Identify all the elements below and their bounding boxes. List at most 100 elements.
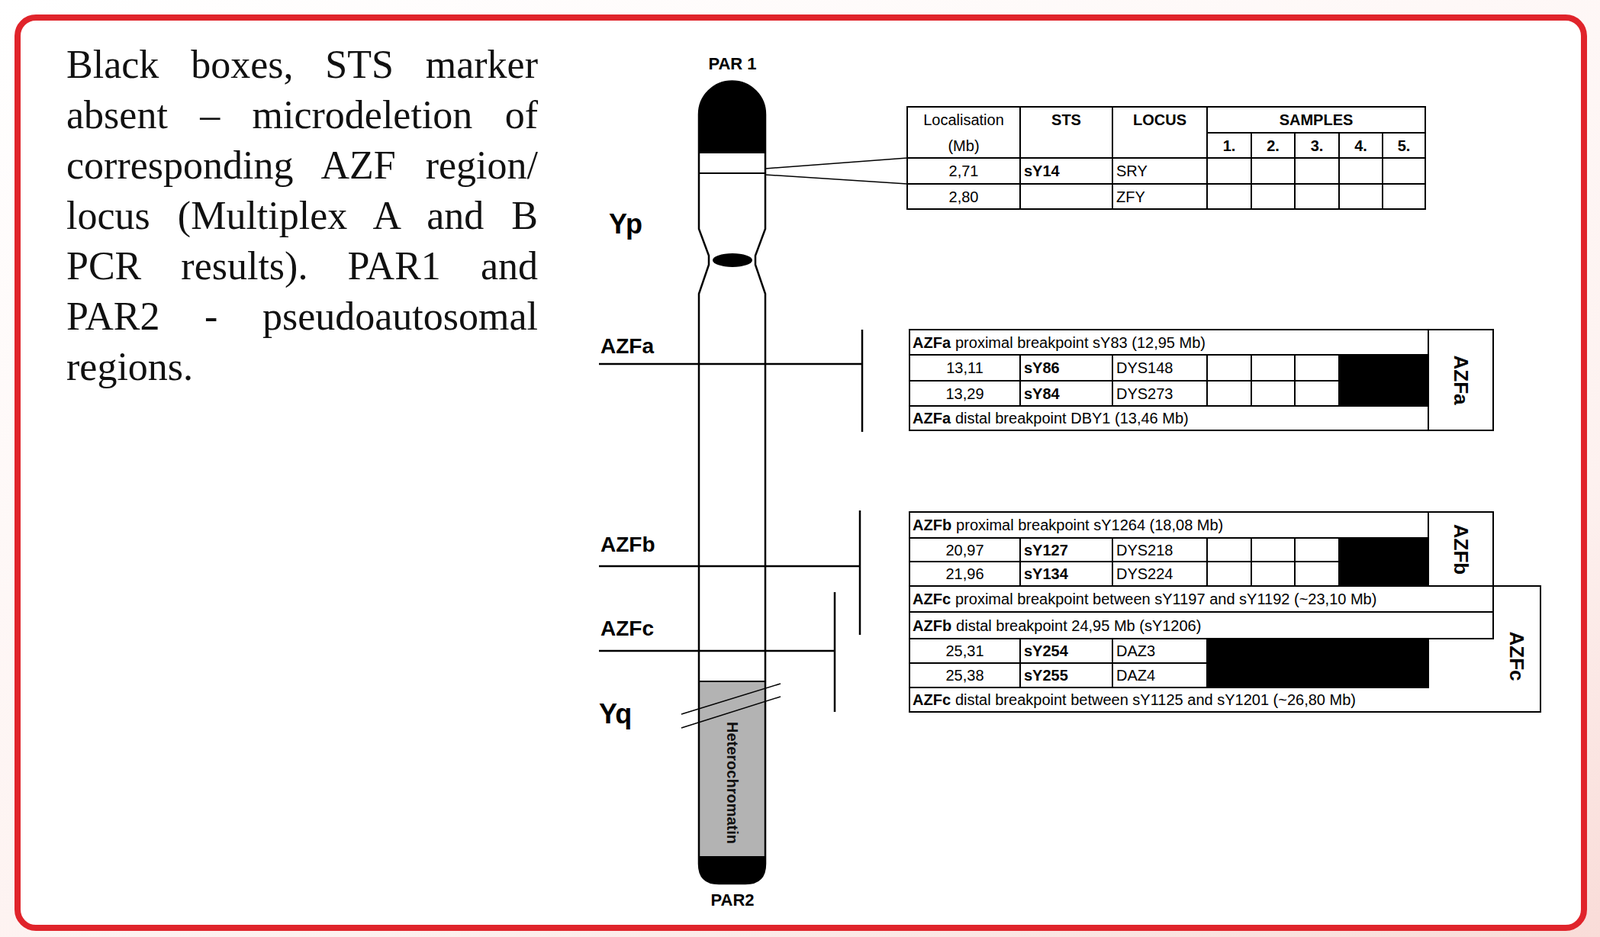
breakpoint-row: AZFbproximal breakpoint sY1264 (18,08 Mb… (912, 511, 1224, 538)
table-cell: 1. (1207, 132, 1252, 158)
grid-line (1207, 131, 1426, 134)
table-cell: sY134 (1020, 561, 1113, 586)
heterochromatin-fill (698, 681, 766, 857)
region-tag: AZFb (1451, 523, 1472, 574)
table-cell: SRY (1112, 157, 1208, 184)
table-cell: 2. (1251, 132, 1295, 158)
region-label: AZFc (600, 616, 654, 641)
grid-line (909, 560, 1429, 563)
grid-line (1206, 638, 1208, 688)
table-cell: sY84 (1020, 380, 1113, 406)
table-cell: (Mb) (907, 132, 1021, 158)
table-cell: ZFY (1112, 183, 1208, 210)
table-cell: 25,31 (909, 638, 1021, 664)
azf-line (598, 565, 860, 568)
band-label: Heterochromatin (724, 721, 741, 844)
grid-line (1111, 638, 1114, 688)
table-cell: DAZ4 (1112, 663, 1208, 688)
grid-line (1294, 537, 1296, 586)
grid-line (1250, 354, 1253, 406)
table-cell: LOCUS (1112, 106, 1208, 133)
chromosome (681, 81, 781, 885)
grid-line (1338, 132, 1340, 210)
region-name: AZFc (912, 591, 951, 607)
grid-line (1250, 132, 1253, 210)
region-name: AZFc (912, 692, 951, 708)
grid-line (1294, 354, 1296, 406)
grid-line (909, 405, 1429, 407)
leader-line (765, 157, 908, 169)
azf-bracket (859, 510, 862, 635)
grid-line (907, 157, 1426, 159)
caption-text: Black boxes, STS marker absent – microde… (66, 39, 538, 393)
breakpoint-row: AZFcdistal breakpoint between sY1125 and… (912, 687, 1356, 712)
leader-line (765, 174, 908, 184)
grid-line (1111, 537, 1114, 586)
table-azfbc (909, 511, 1541, 712)
table-border (907, 106, 1426, 210)
table-cell: sY14 (1020, 157, 1113, 184)
region-name: AZFb (912, 618, 952, 634)
region-label: AZFa (600, 334, 654, 359)
table-cell: 2,80 (907, 183, 1021, 210)
heterochromatin-band: Heterochromatin (698, 681, 766, 857)
table-cell: 3. (1294, 132, 1340, 158)
arm-label: Yq (598, 698, 632, 730)
grid-line (909, 662, 1429, 664)
region-tag: AZFa (1451, 355, 1472, 406)
table-cell: DAZ3 (1112, 638, 1208, 664)
grid-line (1338, 537, 1340, 586)
grid-line (1019, 537, 1021, 586)
grid-line (1250, 537, 1253, 586)
breakpoint-row: AZFadistal breakpoint DBY1 (13,46 Mb) (912, 405, 1189, 431)
region-column: AZFc (1493, 602, 1541, 710)
table-border (909, 329, 1494, 431)
table-cell: 4. (1339, 132, 1383, 158)
grid-line (1111, 354, 1114, 406)
azf-line (598, 363, 863, 366)
azf-bracket (861, 329, 864, 432)
table-cell: DYS273 (1112, 380, 1208, 406)
grid-line (1294, 132, 1296, 210)
table-cell: STS (1020, 106, 1113, 133)
region-column: AZFb (1428, 511, 1494, 586)
region-name: AZFa (912, 334, 951, 351)
azf-markers (598, 329, 863, 712)
table-cell: 5. (1382, 132, 1426, 158)
breakpoint-text: distal breakpoint 24,95 Mb (sY1206) (956, 618, 1201, 634)
chromosome-outline (698, 81, 766, 885)
table-sry (907, 106, 1426, 210)
table-cell: DYS224 (1112, 561, 1208, 586)
table-border (909, 511, 1494, 639)
table-border (909, 585, 1541, 712)
breakpoint-row: AZFcproximal breakpoint between sY1197 a… (912, 585, 1377, 612)
arm-label: Yp (608, 208, 643, 240)
zoom-lines (765, 157, 908, 184)
breakpoint-row: AZFaproximal breakpoint sY83 (12,95 Mb) (912, 329, 1206, 355)
grid-line (1019, 638, 1021, 688)
breakpoint-text: proximal breakpoint between sY1197 and s… (955, 591, 1377, 607)
breakpoint-text: proximal breakpoint sY83 (12,95 Mb) (955, 334, 1206, 351)
region-name: AZFa (912, 410, 951, 426)
chromosome-body (698, 81, 766, 885)
table-cell: SAMPLES (1207, 106, 1426, 133)
grid-line (1427, 511, 1430, 586)
region-name: AZFb (912, 517, 952, 533)
table-azfa (909, 329, 1494, 431)
grid-line (907, 183, 1426, 185)
breakpoint-text: distal breakpoint DBY1 (13,46 Mb) (955, 410, 1189, 426)
region-column: AZFa (1428, 329, 1494, 431)
table-cell: sY255 (1020, 663, 1113, 688)
table-cell: sY86 (1020, 354, 1113, 381)
region-tag: AZFc (1506, 631, 1527, 682)
grid-line (909, 686, 1429, 689)
breakpoint-text: proximal breakpoint sY1264 (18,08 Mb) (956, 517, 1224, 533)
table-cell: DYS218 (1112, 537, 1208, 562)
azf-line (598, 650, 835, 653)
table-cell: 2,71 (907, 157, 1021, 184)
table-cell: 13,11 (909, 354, 1021, 381)
table-cell: DYS148 (1112, 354, 1208, 381)
grid-line (1338, 354, 1340, 406)
grid-line (909, 354, 1429, 356)
